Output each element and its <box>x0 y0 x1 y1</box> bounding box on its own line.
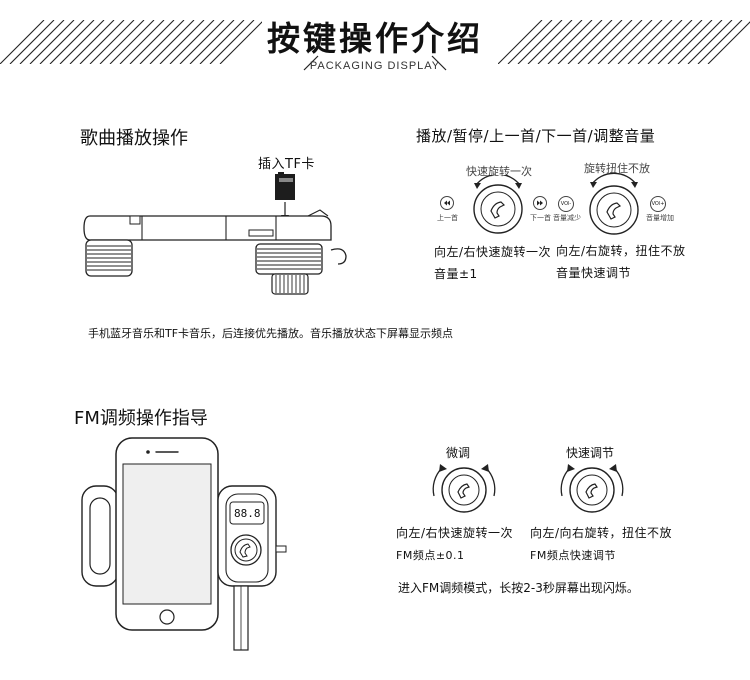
volume-down-label: 音量减少 <box>553 214 581 222</box>
volume-up-badge: VOl+ <box>650 196 666 212</box>
page-subtitle: PACKAGING DISPLAY <box>309 60 441 72</box>
volume-knob-icon <box>589 172 639 235</box>
play-knob-icon <box>473 175 523 234</box>
tf-card-label: 插入TF卡 <box>258 157 315 172</box>
volume-knob-caption: 旋转扭住不放 <box>584 162 650 175</box>
fm-fast-tune-caption: 快速调节 <box>566 446 615 460</box>
fm-fine-tune-desc-line1: 向左/右快速旋转一次 <box>396 526 514 540</box>
previous-track-icon <box>440 196 454 210</box>
tf-card-icon <box>275 172 295 221</box>
header-hatch-right <box>498 20 750 64</box>
car-charger-side-illustration <box>83 172 347 295</box>
next-track-icon <box>533 196 547 210</box>
page-title: 按键操作介绍 <box>267 19 483 58</box>
fm-fine-tune-caption: 微调 <box>446 446 471 460</box>
next-track-label: 下一首 <box>530 214 551 222</box>
fm-fine-tune-desc-line2: FM频点±0.1 <box>396 549 465 562</box>
play-knob-desc-line2: 音量±1 <box>434 267 478 281</box>
fm-note: 进入FM调频模式，长按2-3秒屏幕出现闪烁。 <box>398 581 639 595</box>
header-accent-line <box>303 55 447 71</box>
volume-knob-desc-line2: 音量快速调节 <box>556 266 632 280</box>
header-hatch-left <box>0 20 262 64</box>
music-note: 手机蓝牙音乐和TF卡音乐，后连接优先播放。音乐播放状态下屏幕显示频点 <box>88 327 454 340</box>
previous-track-label: 上一首 <box>437 214 458 222</box>
fm-fast-tune-desc-line1: 向左/向右旋转，扭住不放 <box>530 526 673 540</box>
play-knob-caption: 快速旋转一次 <box>466 165 532 178</box>
fm-fine-tune-knob-icon <box>432 464 496 513</box>
play-section-title: 播放/暂停/上一首/下一首/调整音量 <box>416 127 656 145</box>
fm-fast-tune-desc-line2: FM频点快速调节 <box>530 549 616 562</box>
music-section-title: 歌曲播放操作 <box>80 128 188 149</box>
volume-up-label: 音量增加 <box>646 214 674 222</box>
volume-down-badge: VOl- <box>558 196 574 212</box>
fm-section-title: FM调频操作指导 <box>74 408 208 429</box>
phone-with-charger-illustration <box>81 437 287 651</box>
fm-fast-tune-knob-icon <box>560 464 624 513</box>
fm-display-readout: 88.8 <box>234 507 261 520</box>
volume-knob-desc-line1: 向左/右旋转，扭住不放 <box>556 244 686 258</box>
play-knob-desc-line1: 向左/右快速旋转一次 <box>434 245 552 259</box>
